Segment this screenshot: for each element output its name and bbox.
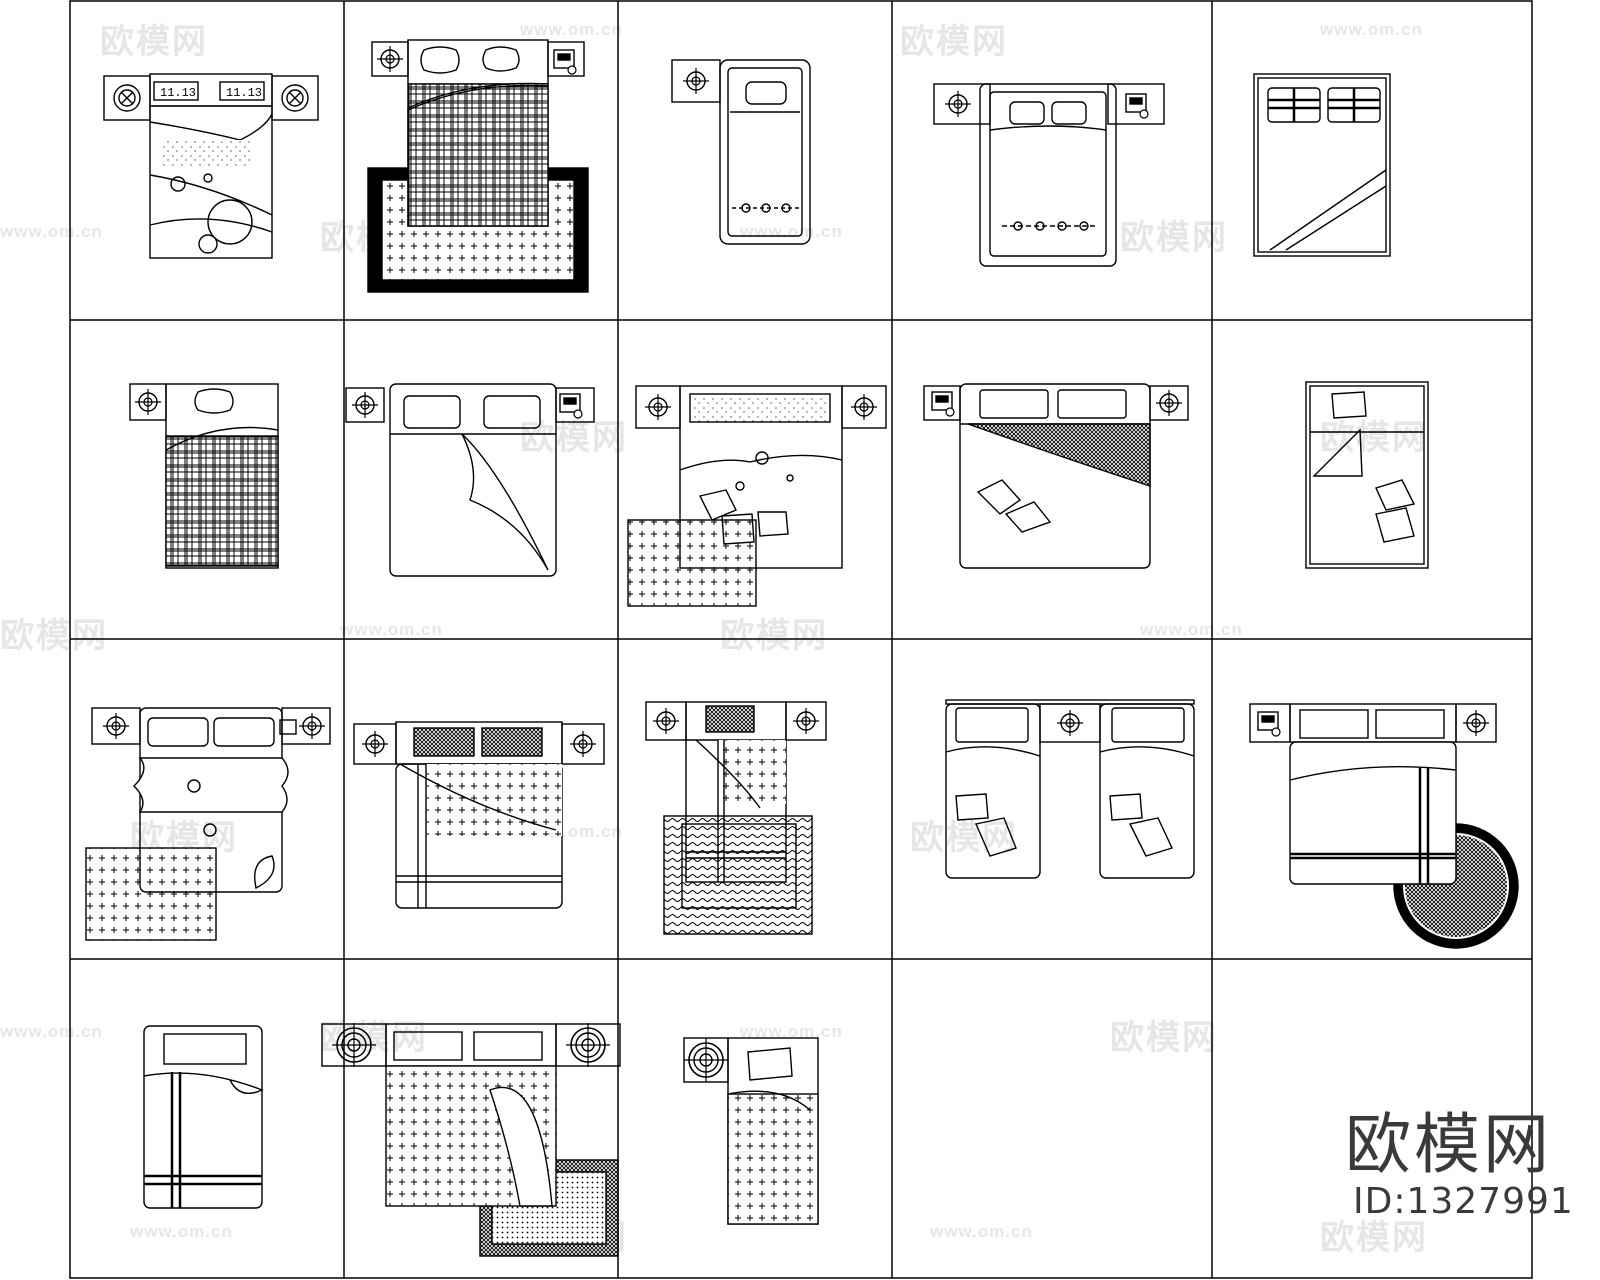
- bed-block-15: [1249, 703, 1519, 949]
- bed-block-6: [129, 383, 279, 569]
- bed-block-8: [627, 385, 887, 607]
- bed-block-9: [923, 383, 1189, 569]
- brand-name: 欧模网: [1345, 1106, 1552, 1183]
- bed-block-10: [1305, 381, 1429, 569]
- bed-block-16: [143, 1025, 264, 1209]
- brand-block: 欧模网 ID:1327991: [1345, 1110, 1574, 1224]
- clock-readout-1: 11.13: [160, 86, 196, 100]
- clock-readout-2: 11.13: [226, 86, 262, 100]
- bed-block-13: [645, 701, 827, 935]
- bed-block-3: [671, 59, 811, 245]
- bed-block-12: [353, 721, 605, 909]
- bed-block-14: [945, 699, 1195, 879]
- bed-block-11: [85, 707, 331, 941]
- bed-block-7: [345, 383, 595, 577]
- bed-block-4: [933, 83, 1165, 267]
- bed-block-1: [103, 73, 319, 259]
- bed-block-17: [321, 1022, 621, 1257]
- bed-block-18: [683, 1037, 819, 1225]
- bed-block-2: [367, 39, 589, 293]
- brand-id: ID:1327991: [1353, 1181, 1574, 1222]
- bed-block-5: [1253, 73, 1391, 257]
- grid-frame: [69, 0, 1533, 1279]
